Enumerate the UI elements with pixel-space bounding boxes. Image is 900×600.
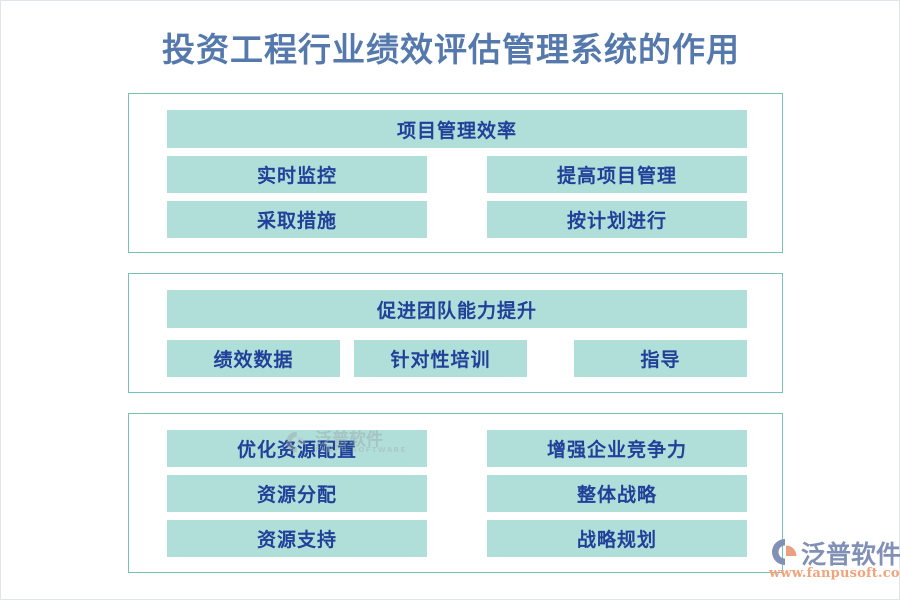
section-team-capability-improvement: 促进团队能力提升 绩效数据 针对性培训 指导 xyxy=(128,273,783,393)
brand-name: 泛普软件 xyxy=(801,540,900,569)
fanpu-logo-icon xyxy=(772,539,797,565)
section-2-item-3: 指导 xyxy=(574,340,747,377)
brand-logo: 泛普软件 www.fanpusoft.com xyxy=(767,535,900,587)
section-2-item-1: 绩效数据 xyxy=(167,340,340,377)
section-3-row-3-left-item: 资源支持 xyxy=(167,520,427,557)
section-3-row-2-right-item: 整体战略 xyxy=(487,475,747,512)
section-1-row-1-left-item: 实时监控 xyxy=(167,156,427,193)
section-3-row-2-left-item: 资源分配 xyxy=(167,475,427,512)
section-1-header-bar: 项目管理效率 xyxy=(167,110,747,148)
section-1-row-2-left-item: 采取措施 xyxy=(167,201,427,238)
section-3-row-1-right-item: 增强企业竞争力 xyxy=(487,430,747,467)
section-2-item-2: 针对性培训 xyxy=(354,340,527,377)
page-title: 投资工程行业绩效评估管理系统的作用 xyxy=(162,30,740,69)
section-resource-and-strategy: 优化资源配置 增强企业竞争力 资源分配 整体战略 资源支持 战略规划 xyxy=(128,413,783,573)
section-3-row-3-right-item: 战略规划 xyxy=(487,520,747,557)
section-1-row-1-right-item: 提高项目管理 xyxy=(487,156,747,193)
section-2-header-bar: 促进团队能力提升 xyxy=(167,290,747,328)
section-project-management-efficiency: 项目管理效率 实时监控 提高项目管理 采取措施 按计划进行 xyxy=(128,93,783,253)
section-3-row-1-left-item: 优化资源配置 xyxy=(167,430,427,467)
section-1-row-2-right-item: 按计划进行 xyxy=(487,201,747,238)
brand-url: www.fanpusoft.com xyxy=(769,566,900,581)
